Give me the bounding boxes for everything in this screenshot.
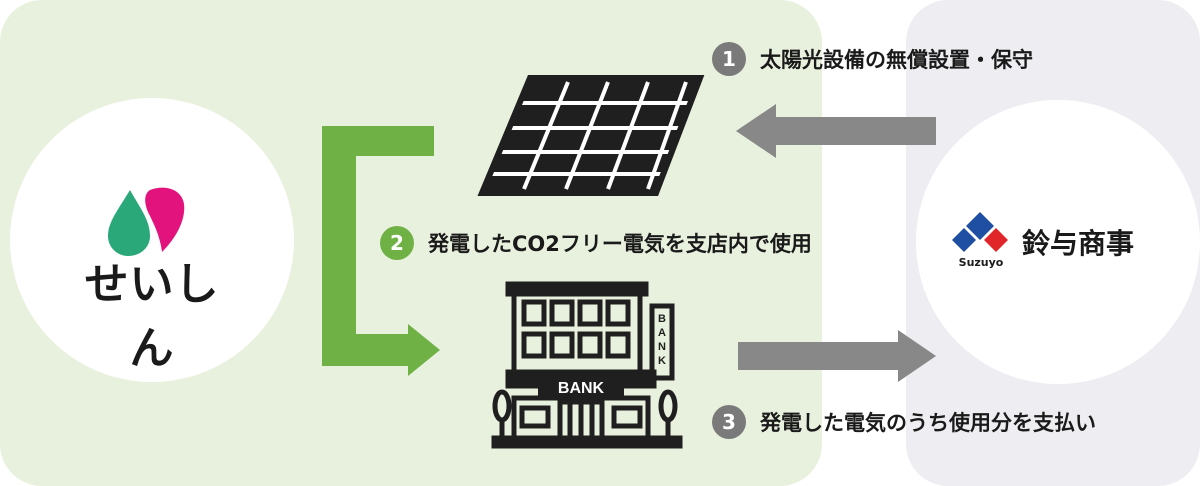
step-2: 2 発電したCO2フリー電気を支店内で使用 [380,226,812,260]
suzuyo-company-name: 鈴与商事 [1022,227,1135,260]
solar-panel-icon [477,75,705,196]
bank-sign-vertical: BANK [658,313,666,367]
arrow-to-suzuyo [738,330,936,382]
suzuyo-small-label: Suzuyo [958,256,1004,269]
step-1-badge: 1 [712,42,746,76]
step-1: 1 太陽光設備の無償設置・保守 [712,42,1033,76]
step-3-text: 発電した電気のうち使用分を支払い [760,411,1096,435]
step-2-text: 発電したCO2フリー電気を支店内で使用 [428,232,812,256]
bank-sign-horizontal: BANK [558,380,605,397]
step-2-badge: 2 [380,226,414,260]
seishin-logo-circle [10,98,294,382]
green-flow-arrow [322,126,440,376]
step-1-text: 太陽光設備の無償設置・保守 [760,48,1033,72]
step-3: 3 発電した電気のうち使用分を支払い [712,405,1096,439]
seishin-wordmark: せいしん [84,259,220,374]
bank-building-icon [491,281,683,449]
step-3-badge: 3 [712,405,746,439]
arrow-to-solar [736,104,936,158]
